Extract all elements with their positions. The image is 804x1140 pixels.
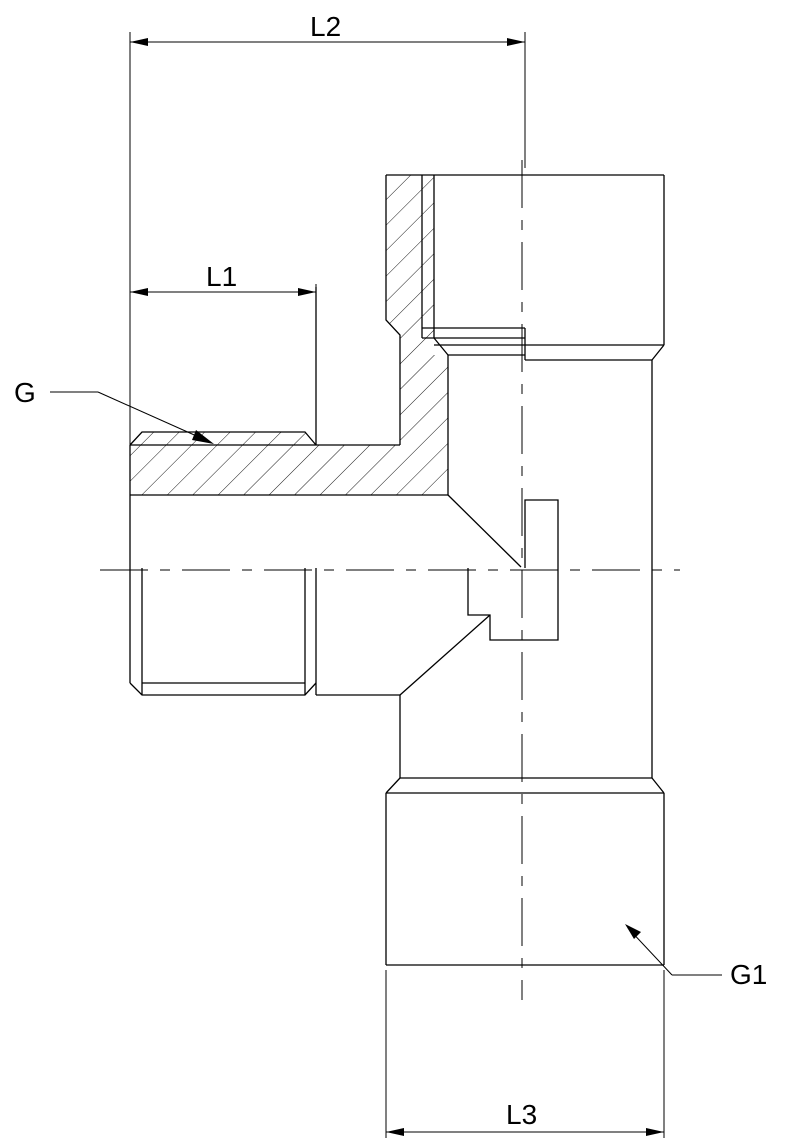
thread-label-G1: G1: [730, 959, 767, 990]
center-lines: [100, 160, 680, 1000]
dimension-label-L1: L1: [206, 261, 237, 292]
dimension-L2: L2: [129, 11, 526, 445]
dimension-label-L2: L2: [310, 11, 341, 42]
section-hatching: [130, 175, 448, 495]
dimension-L1: L1: [130, 261, 317, 430]
dimension-L3: L3: [385, 970, 665, 1138]
leader-G1: G1: [625, 924, 767, 990]
fitting-outline: [129, 174, 665, 966]
thread-label-G: G: [14, 377, 36, 408]
leader-G: G: [14, 377, 214, 444]
dimension-label-L3: L3: [506, 1099, 537, 1130]
